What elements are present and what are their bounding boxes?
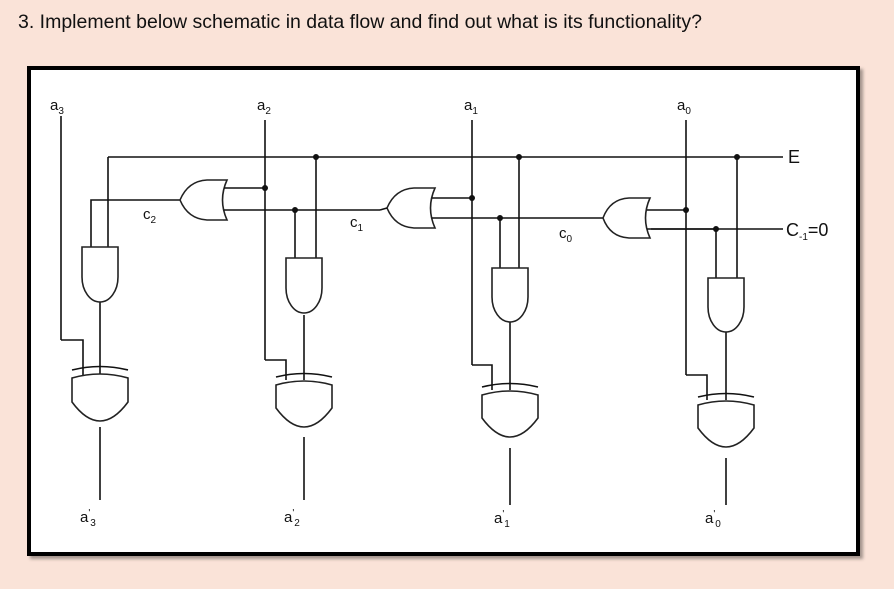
xor-input-wire: [686, 374, 708, 400]
xor-input-wire: [265, 359, 287, 380]
junction-dot: [516, 154, 522, 160]
or-gate: [179, 179, 229, 221]
output-label-a2: a'2: [284, 508, 300, 529]
xor-gate-curve: [71, 365, 129, 371]
or-gate: [602, 197, 652, 239]
junction-dot: [713, 226, 719, 232]
and-gate: [81, 246, 119, 303]
and-gate: [285, 257, 323, 314]
output-label-a0: a'0: [705, 509, 721, 530]
question-text: 3. Implement below schematic in data flo…: [18, 11, 702, 33]
junction-dot: [262, 185, 268, 191]
junction-dot: [292, 207, 298, 213]
enable-label: E: [788, 147, 800, 167]
junction-dot: [683, 207, 689, 213]
and-input-wire: [90, 199, 180, 247]
and-gate: [491, 267, 529, 323]
carry-label-c1: c1: [350, 214, 364, 234]
xor-gate: [71, 373, 129, 422]
xor-gate: [481, 390, 539, 438]
and-gate: [707, 277, 745, 333]
output-label-a3: a'3: [80, 508, 96, 529]
input-label-a3: a3: [50, 97, 64, 117]
xor-gate-curve: [697, 392, 755, 398]
carry-in-label: C-1=0: [786, 220, 828, 243]
junction-dot: [313, 154, 319, 160]
or-gate: [386, 187, 437, 229]
xor-gate: [275, 380, 333, 428]
carry-label-c2: c2: [143, 206, 157, 226]
xor-gate-curve: [275, 372, 333, 378]
xor-gate-curve: [481, 382, 539, 388]
input-label-a1: a1: [464, 97, 478, 117]
junction-dot: [497, 215, 503, 221]
input-label-a0: a0: [677, 97, 691, 117]
carry-label-c0: c0: [559, 225, 573, 245]
xor-input-wire: [472, 364, 493, 390]
output-label-a1: a'1: [494, 509, 510, 530]
xor-gate: [697, 400, 755, 448]
carry-wire: [379, 207, 388, 211]
input-label-a2: a2: [257, 97, 271, 117]
xor-input-wire: [61, 339, 84, 375]
junction-dot: [469, 195, 475, 201]
junction-dot: [734, 154, 740, 160]
